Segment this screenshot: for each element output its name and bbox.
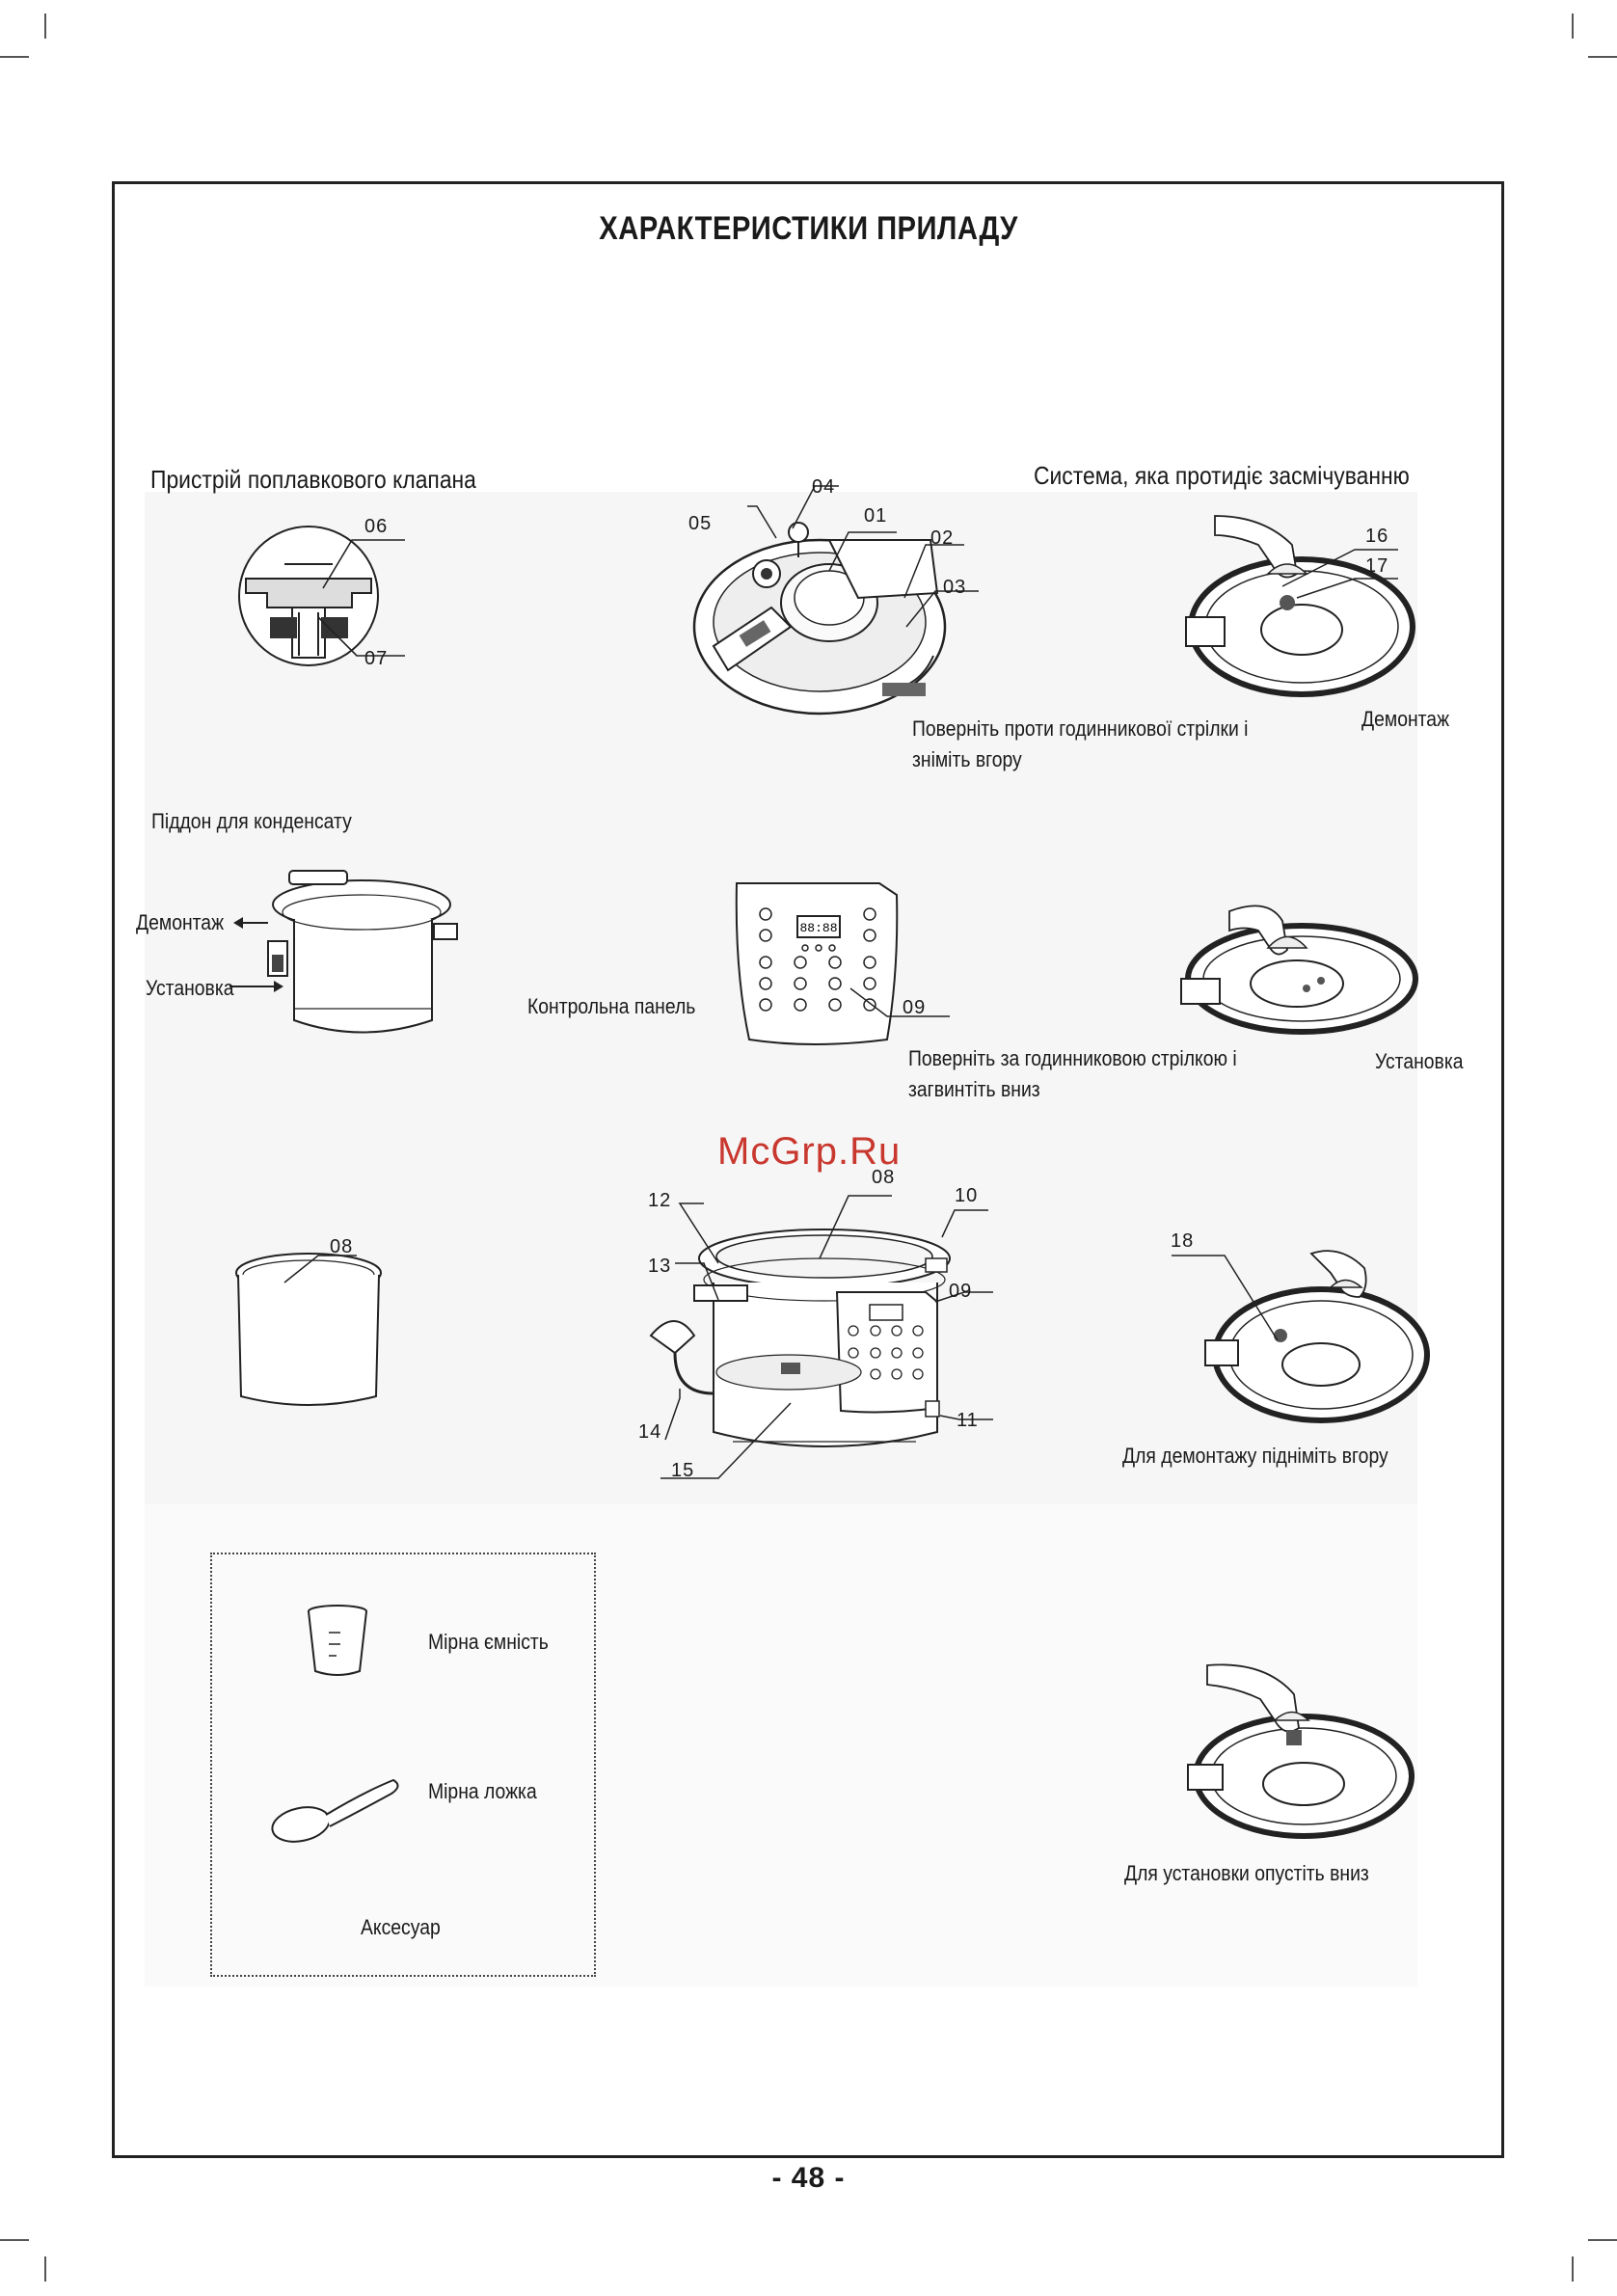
seal-ring-install-illustration [1187, 1663, 1415, 1839]
part-number-07: 07 [364, 648, 389, 669]
anti-block-install-tag: Установка [1375, 1049, 1464, 1073]
crop-mark [1572, 2256, 1574, 2282]
leader-lines [747, 485, 979, 628]
crop-mark [44, 2256, 46, 2282]
part-number-02: 02 [930, 527, 955, 549]
accessory-caption: Аксесуар [361, 1915, 441, 1939]
anti-block-remove-caption: Поверніть проти годинникової стрілки і з… [912, 716, 1249, 771]
condensate-remove: Демонтаж [136, 910, 225, 934]
anti-block-remove-illustration [1185, 515, 1415, 697]
condensate-install: Установка [146, 976, 234, 1000]
seal-ring-remove-caption: Для демонтажу підніміть вгору [1122, 1444, 1388, 1468]
part-number-12: 12 [648, 1190, 672, 1211]
part-number-13: 13 [648, 1256, 672, 1277]
condensate-heading: Піддон для конденсату [151, 809, 352, 833]
seal-ring-install-caption: Для установки опустіть вниз [1124, 1861, 1369, 1885]
measuring-spoon-label: Мірна ложка [428, 1779, 537, 1803]
measuring-cup-icon [308, 1605, 367, 1676]
leader-lines [849, 987, 950, 1017]
part-number-10: 10 [955, 1185, 979, 1206]
main-unit-illustration [649, 1229, 951, 1447]
part-number-08: 08 [872, 1167, 896, 1188]
leader-lines [1172, 1255, 1279, 1341]
float-valve-heading: Пристрій поплавкового клапана [150, 465, 476, 494]
condensate-illustration [267, 870, 458, 1034]
control-panel-illustration: 88:88 [735, 882, 899, 1045]
part-number-18: 18 [1171, 1230, 1195, 1252]
svg-text:88:88: 88:88 [799, 921, 837, 935]
float-valve-illustration [238, 526, 379, 666]
page-frame [112, 181, 1504, 2158]
illustration-background [145, 1504, 1417, 1986]
leader-lines [283, 1255, 357, 1283]
watermark: McGrp.Ru [717, 1130, 902, 1173]
part-number-11: 11 [957, 1410, 979, 1431]
page-title: ХАРАКТЕРИСТИКИ ПРИЛАДУ [599, 210, 1018, 247]
seal-ring-remove-illustration [1204, 1250, 1430, 1423]
measuring-cup-label: Мірна ємність [428, 1630, 549, 1654]
leader-lines [1281, 549, 1398, 599]
part-number-15: 15 [671, 1460, 695, 1481]
crop-mark [1588, 2239, 1617, 2241]
part-number-09: 09 [903, 997, 927, 1018]
control-panel-label: Контрольна панель [527, 994, 696, 1018]
part-number-09: 09 [949, 1281, 973, 1302]
anti-block-heading: Система, яка протидіє засмічуванню [1034, 461, 1410, 490]
part-number-16: 16 [1365, 526, 1389, 547]
inner-pot-illustration [235, 1253, 382, 1406]
part-number-05: 05 [688, 513, 713, 534]
part-number-08: 08 [330, 1236, 354, 1257]
anti-block-install-caption: Поверніть за годинниковою стрілкою і заг… [908, 1046, 1237, 1101]
crop-mark [44, 14, 46, 39]
crop-mark [0, 56, 29, 58]
arrows [229, 917, 283, 992]
crop-mark [1588, 56, 1617, 58]
crop-mark [0, 2239, 29, 2241]
anti-block-install-illustration [1180, 905, 1418, 1035]
part-number-03: 03 [943, 577, 967, 598]
measuring-spoon-icon [271, 1778, 399, 1843]
part-number-04: 04 [812, 476, 836, 498]
page-number: - 48 - [771, 2162, 846, 2194]
part-number-17: 17 [1365, 555, 1389, 577]
part-number-06: 06 [364, 516, 389, 537]
part-number-01: 01 [864, 505, 888, 527]
accessory-box [210, 1553, 596, 1977]
part-number-14: 14 [638, 1421, 662, 1443]
anti-block-remove-tag: Демонтаж [1361, 707, 1450, 731]
leader-lines [660, 1195, 993, 1479]
lid-illustration [692, 522, 947, 716]
leader-lines [317, 539, 405, 657]
crop-mark [1572, 14, 1574, 39]
